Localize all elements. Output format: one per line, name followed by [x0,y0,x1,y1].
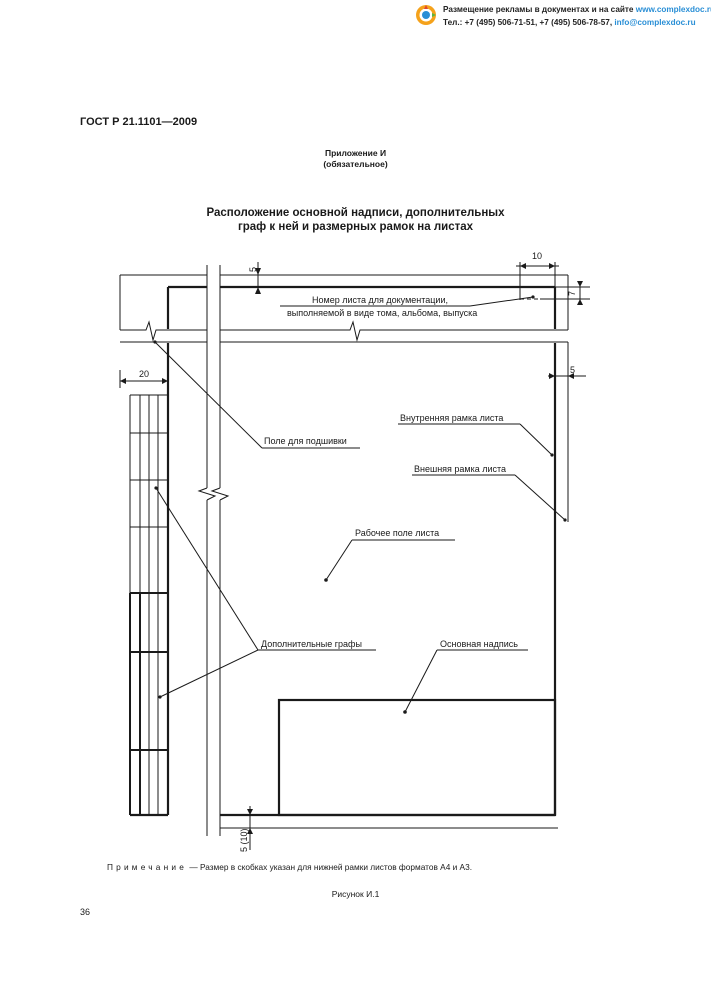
page-number: 36 [80,907,91,917]
break-line-upper [120,320,207,342]
label-inner-frame: Внутренняя рамка листа [400,413,503,423]
label-sheet-number-2: выполняемой в виде тома, альбома, выпуск… [287,308,477,318]
standard-number: ГОСТ Р 21.1101—2009 [80,116,198,128]
dim-bottom-margin: 5 (10) [239,828,249,852]
vertical-break-right-zigzag [210,487,230,501]
dim-right-margin: 5 [570,365,575,375]
vertical-break-left-zigzag [197,487,217,501]
label-work-field: Рабочее поле листа [355,528,439,538]
label-binding-field: Поле для подшивки [264,436,347,446]
break-line-upper-right [220,320,568,342]
dim-left-strip: 20 [139,369,149,379]
figure-title-line-1: Расположение основной надписи, дополните… [206,207,505,219]
figure-caption: Рисунок И.1 [331,889,380,899]
note-text: — Размер в скобках указан для нижней рам… [189,862,473,872]
appendix-title: Приложение И [324,148,387,158]
label-sheet-number-1: Номер листа для документации, [312,295,448,305]
ad-line-2: Тел.: +7 (495) 506-71-51, +7 (495) 506-7… [443,18,696,27]
figure-title-line-2: граф к ней и размерных рамок на листах [237,221,474,233]
appendix-subtitle: (обязательное) [323,159,388,169]
email-link[interactable]: info@complexdoc.ru [614,18,696,27]
complexdoc-logo-icon [416,5,436,25]
label-extra-columns: Дополнительные графы [261,639,362,649]
site-link[interactable]: www.complexdoc.ru [635,5,711,14]
dim-right-height: 7 [567,291,577,296]
dim-top-margin: 5 [248,267,258,272]
label-outer-frame: Внешняя рамка листа [414,464,506,474]
ad-banner: Размещение рекламы в документах и на сай… [414,3,711,29]
ad-line-1: Размещение рекламы в документах и на сай… [443,5,711,14]
title-block [277,698,557,817]
note-word: Примечание [107,862,188,872]
dim-top-width: 10 [532,251,542,261]
figure-note: Примечание — Размер в скобках указан для… [107,862,472,872]
label-title-block: Основная надпись [440,639,518,649]
